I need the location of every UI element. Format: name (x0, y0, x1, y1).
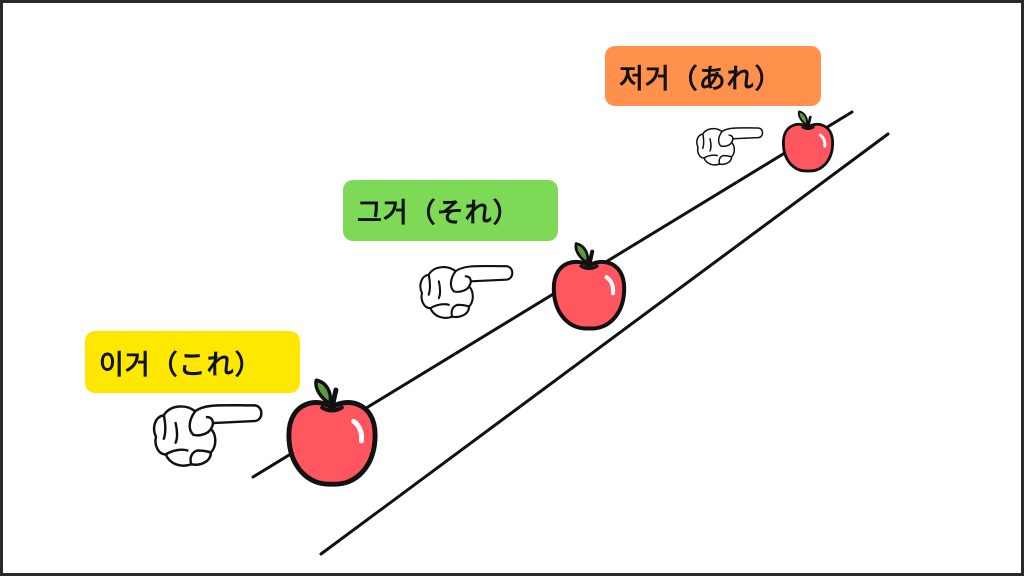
pointing-hand-icon (419, 264, 514, 319)
label-that-far: 저거（あれ） (605, 46, 821, 106)
apple-icon (781, 110, 835, 173)
apple-icon (289, 380, 375, 484)
pointing-hand-icon (152, 403, 263, 467)
diagram-canvas (152, 110, 890, 556)
pointing-hand-icon (696, 127, 764, 166)
lower-track-line (319, 132, 890, 556)
diagram-frame (3, 3, 1021, 573)
label-that-near: 그거（それ） (343, 180, 558, 241)
label-this: 이거（これ） (85, 331, 300, 393)
